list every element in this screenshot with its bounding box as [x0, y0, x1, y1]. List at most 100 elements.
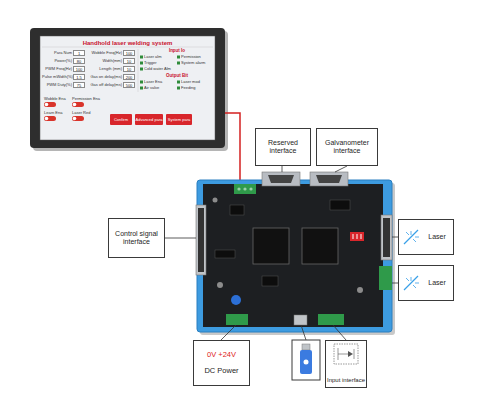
input-diode: [348, 351, 353, 357]
screen-label: Laser alm: [144, 54, 176, 60]
checkbox: [177, 56, 180, 59]
value-field: 200: [123, 74, 135, 80]
power-callout: 0V +24V DC Power: [193, 340, 250, 386]
dip-lever: [357, 234, 358, 239]
checkbox: [177, 81, 180, 84]
screen-label: Permission: [181, 54, 213, 60]
ic-chip: [330, 200, 350, 210]
usb-plug: [302, 344, 310, 350]
toggle-switch: [72, 102, 84, 107]
callout-box: Reserved interface: [255, 128, 311, 166]
node-text: 0V +24V: [207, 350, 236, 360]
node-text: Input interface: [327, 377, 365, 384]
board-shadow: [200, 183, 395, 335]
value-field: 100: [123, 50, 135, 56]
laser-callout: Laser: [398, 265, 454, 301]
hmi-display: [40, 36, 215, 140]
potentiometer: [231, 295, 241, 305]
usb-symbol: [304, 360, 309, 365]
value-field: 500: [123, 82, 135, 88]
callout-box: Galvanometer interface: [316, 128, 378, 166]
input-circuit-frame: [334, 344, 358, 364]
screen-label: Learn Ena: [44, 110, 74, 116]
usb-stick: [300, 350, 312, 374]
node-text: Confirm: [114, 117, 128, 122]
mounting-plate: [197, 180, 392, 332]
toggle-knob: [73, 103, 77, 107]
leader-line: [282, 166, 283, 172]
screen-label: Wobble Ena: [44, 96, 74, 102]
value-field: 75: [73, 82, 85, 88]
terminal-screw: [243, 187, 246, 190]
node-text: 1.5: [74, 75, 84, 80]
terminal-block: [234, 184, 256, 194]
callout-box: Control signal interface: [108, 218, 165, 258]
node-text: DC Power: [204, 366, 238, 376]
screen-label: Laser Ena: [144, 79, 176, 85]
checkbox: [140, 62, 143, 65]
connector-socket: [198, 208, 204, 272]
screen-label: Pulse mWidth(%): [42, 74, 72, 80]
laser-beam: [404, 276, 418, 290]
screen-button: System para: [166, 114, 192, 125]
db9-connector: [262, 172, 300, 186]
laser-beam: [404, 230, 418, 244]
node-text: Control signal interface: [111, 230, 162, 247]
node-text: 80: [74, 59, 84, 64]
input-terminal: [318, 314, 344, 325]
screen-label: PWM Freq(Hz): [42, 66, 72, 72]
db9-connector: [310, 172, 348, 186]
screen-label: Permission Ena: [72, 96, 102, 102]
screen-label: Power(%): [42, 58, 72, 64]
processor-chip: [253, 228, 289, 264]
leader-line: [221, 325, 236, 340]
terminal-screw: [249, 187, 252, 190]
laser-ray: [415, 237, 419, 238]
screen-label: Trigger: [144, 60, 176, 66]
laser-ray: [406, 278, 409, 281]
toggle-knob: [73, 117, 77, 121]
screen-button: Confirm: [110, 114, 132, 125]
screen-label: Laser Red: [72, 110, 102, 116]
node-text: 100: [124, 51, 134, 56]
toggle-switch: [44, 116, 56, 121]
toggle-switch: [72, 116, 84, 121]
screen-label: PWM Duty(%): [42, 82, 72, 88]
fpga-chip: [302, 228, 338, 264]
node-text: Galvanometer interface: [319, 139, 375, 156]
node-text: Advanced para: [136, 117, 163, 122]
toggle-switch: [44, 102, 56, 107]
ic-chip: [262, 276, 278, 286]
checkbox: [140, 68, 143, 71]
node-text: 200: [124, 75, 134, 80]
screen-label: Para Num: [42, 50, 72, 56]
toggle-knob: [45, 103, 49, 107]
node-text: System para: [168, 117, 190, 122]
input-wire: [354, 349, 355, 359]
hmi-cable: [225, 113, 240, 186]
node-text: Handhold laser welding system: [83, 40, 173, 47]
node-text: 500: [124, 83, 134, 88]
dip-lever: [361, 234, 362, 239]
value-field: 1: [73, 50, 85, 56]
db9-socket: [268, 175, 294, 183]
capacitor: [213, 198, 218, 203]
capacitor: [217, 282, 223, 288]
usb-callout: [292, 340, 320, 380]
screen-label: Width(mm): [86, 58, 122, 64]
laser-ray: [413, 285, 416, 288]
value-field: 10: [123, 66, 135, 72]
screen-label: Wobble Freq(Hz): [86, 50, 122, 56]
leader-line: [335, 166, 347, 172]
leader-line: [301, 325, 306, 340]
control-connector: [196, 205, 206, 275]
node-text: Laser: [428, 233, 446, 242]
section-heading: Input Io: [140, 48, 214, 54]
laser-ray: [415, 283, 419, 284]
node-text: Laser: [428, 279, 446, 288]
checkbox: [177, 87, 180, 90]
terminal-block: [379, 266, 392, 290]
screen-label: Length (mm): [86, 66, 122, 72]
terminal-screw: [237, 187, 240, 190]
node-text: 10: [124, 67, 134, 72]
